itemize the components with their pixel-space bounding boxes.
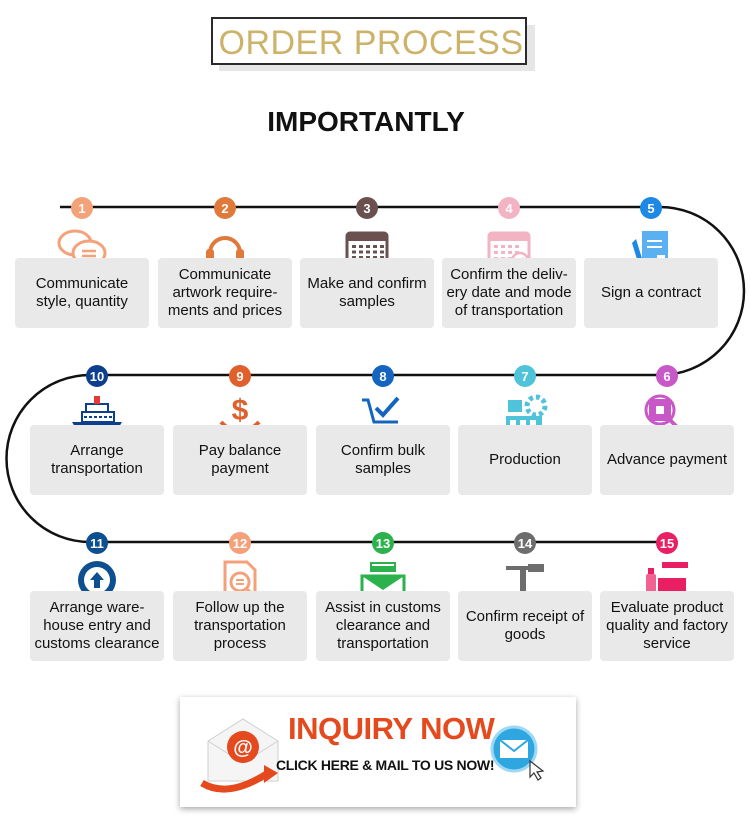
page-title: ORDER PROCESS (218, 24, 524, 62)
step-2-number: 2 (214, 197, 236, 219)
step-label-line: Confirm bulk (340, 442, 426, 459)
step-label-line: Communicate (35, 275, 129, 292)
step-label-line: Confirm receipt of (465, 608, 585, 625)
step-label-line: Evaluate product (610, 599, 724, 616)
step-label-line: style, quantity (36, 293, 128, 310)
header-frame: ORDER PROCESS (211, 17, 537, 73)
step-label-line: Arrange (70, 442, 124, 459)
step-label-line: clearance and (335, 617, 431, 634)
step-label-line: payment (211, 460, 269, 477)
step-label: Sign a contract (601, 284, 701, 302)
step-9-number: 9 (229, 365, 251, 387)
step-label-line: ery date and mode (446, 284, 572, 301)
step-10-number: 10 (86, 365, 108, 387)
inquiry-cta[interactable]: CLICK HERE & MAIL TO US NOW! (276, 757, 495, 773)
step-7-number: 7 (514, 365, 536, 387)
step-label-line: Confirm the deliv- (450, 266, 568, 283)
step-label-line: ments and prices (167, 302, 283, 319)
step-8-number: 8 (372, 365, 394, 387)
upload-circle-icon (70, 558, 124, 604)
step-label-line: quality and factory (606, 617, 728, 634)
step-label-line: Assist in customs (325, 599, 441, 616)
svg-text:$: $ (232, 394, 249, 427)
step-label-line: samples (339, 293, 395, 310)
step-label-line: Communicate (178, 266, 272, 283)
step-label-line: Arrange ware- (49, 599, 145, 616)
step-5-number: 5 (640, 197, 662, 219)
step-13-number: 13 (372, 532, 394, 554)
email-at-icon: @ (200, 718, 279, 793)
svg-text:@: @ (233, 737, 253, 759)
step-label-line: Follow up the (195, 599, 285, 616)
step-label-line: Sign a contract (600, 284, 702, 301)
step-14-number: 14 (514, 532, 536, 554)
inquiry-banner[interactable]: @ INQUIRY NOW CLICK HERE & MAIL TO US NO… (180, 697, 576, 807)
step-label-line: Advance payment (606, 451, 728, 468)
step-label-line: Make and confirm (307, 275, 427, 292)
step-11-number: 11 (86, 532, 108, 554)
step-6-card: Advance payment (600, 425, 734, 495)
page-subtitle: IMPORTANTLY (267, 106, 465, 137)
step-label-line: Production (489, 451, 561, 468)
step-label-line: Pay balance (198, 442, 282, 459)
step-label-line: transportation (51, 460, 143, 477)
step-4-number: 4 (498, 197, 520, 219)
step-label-line: process (213, 635, 267, 652)
header-frame-border: ORDER PROCESS (211, 17, 527, 65)
mail-click-icon[interactable] (486, 723, 550, 783)
step-3-number: 3 (356, 197, 378, 219)
step-6-number: 6 (656, 365, 678, 387)
step-5-card: Sign a contract (584, 258, 718, 328)
step-15-number: 15 (656, 532, 678, 554)
step-label-line: transportation (337, 635, 429, 652)
step-label-line: customs clearance (34, 635, 160, 652)
step-label-line: service (643, 635, 691, 652)
step-label-line: goods (504, 626, 546, 643)
step-label-line: transportation (194, 617, 286, 634)
step-1-number: 1 (71, 197, 93, 219)
step-label: Advance payment (607, 451, 727, 469)
step-label: Production (489, 451, 561, 469)
inquiry-headline: INQUIRY NOW (288, 711, 495, 746)
step-label-line: of transportation (454, 302, 564, 319)
magnifier-icon (640, 392, 694, 438)
step-label-line: house entry and (43, 617, 151, 634)
step-label-line: samples (355, 460, 411, 477)
step-7-card: Production (458, 425, 592, 495)
step-label-line: artwork require- (172, 284, 278, 301)
step-12-number: 12 (229, 532, 251, 554)
